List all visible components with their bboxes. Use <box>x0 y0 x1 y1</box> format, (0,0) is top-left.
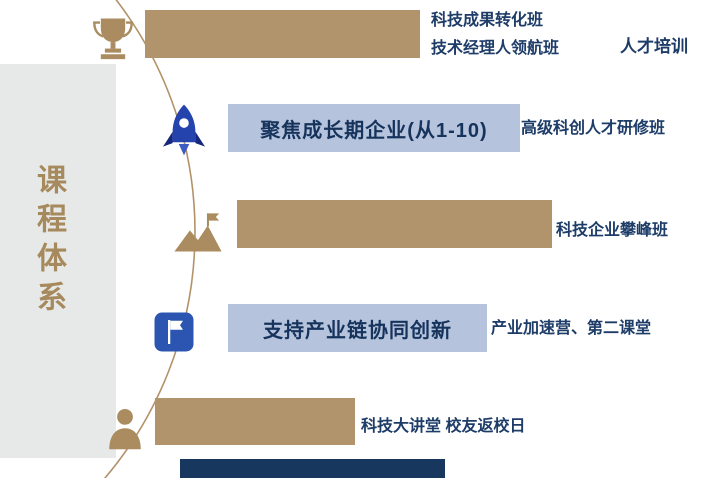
bar-peak-stage <box>237 200 552 248</box>
page-title: 课程体系 <box>32 164 65 320</box>
label-tech-manager-class: 技术经理人领航班 <box>431 40 560 57</box>
rocket-icon <box>163 104 205 156</box>
label-peak-climbing-class: 科技企业攀峰班 <box>556 222 669 239</box>
person-icon <box>109 409 141 450</box>
bar-talent-training <box>145 10 420 58</box>
label-advanced-talent-class: 高级科创人才研修班 <box>521 120 666 137</box>
bottom-bar <box>180 459 445 478</box>
label-tech-transfer-class: 科技成果转化班 <box>431 12 544 29</box>
bar-industry-chain: 支持产业链协同创新 <box>228 304 487 352</box>
flag-badge-icon <box>154 312 194 352</box>
left-panel <box>0 64 116 458</box>
label-tech-lecture-alumni-day: 科技大讲堂 校友返校日 <box>361 418 526 435</box>
bar-growth-stage: 聚焦成长期企业(从1-10) <box>228 104 520 152</box>
trophy-icon <box>93 18 133 60</box>
bar-lecture-hall <box>155 398 355 445</box>
label-accelerator-camp: 产业加速营、第二课堂 <box>491 320 652 337</box>
mountain-flag-icon <box>174 213 222 252</box>
bar-text: 聚焦成长期企业(从1-10) <box>260 119 488 142</box>
bar-text: 支持产业链协同创新 <box>263 319 452 342</box>
label-talent-training: 人才培训 <box>620 37 688 56</box>
